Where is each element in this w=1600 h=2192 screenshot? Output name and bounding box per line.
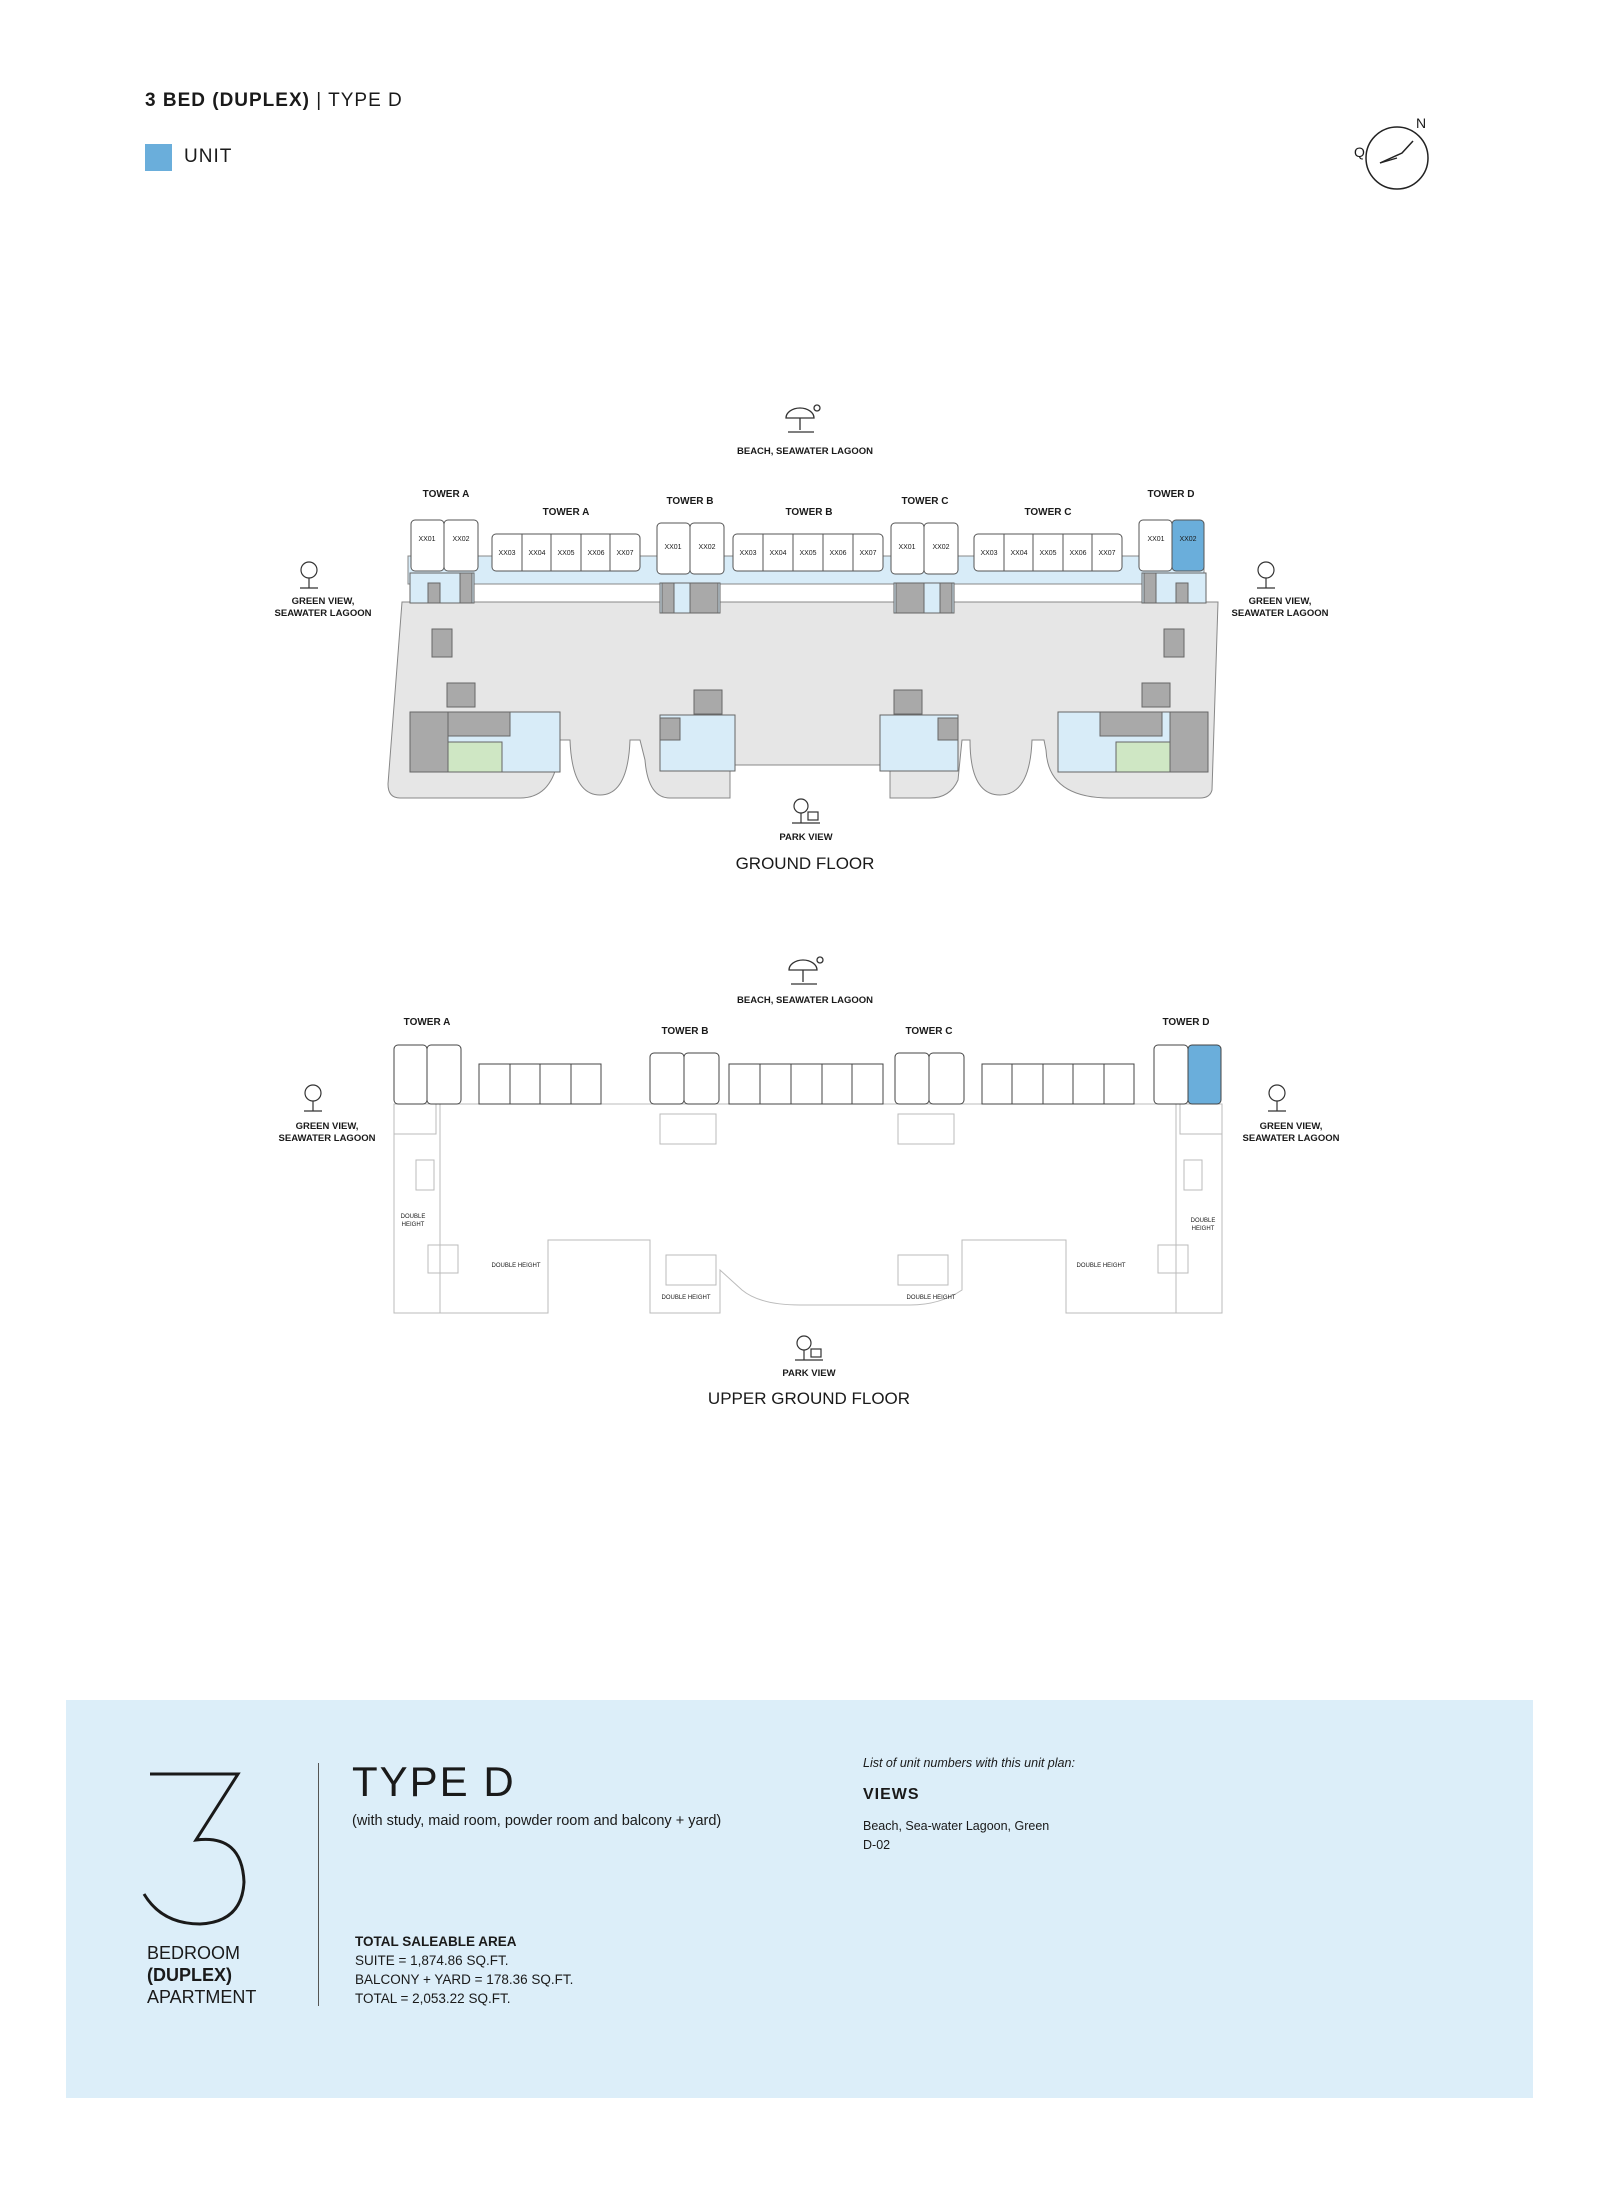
upper-ground-floor-plan: BEACH, SEAWATER LAGOON TOWER A TOWER B T… xyxy=(279,956,1340,1408)
unit-label: XX01 xyxy=(898,544,915,551)
bedroom-count: 3 xyxy=(142,1770,143,1771)
unit-list-caption: List of unit numbers with this unit plan… xyxy=(863,1756,1075,1770)
upper-right-view-label: GREEN VIEW, xyxy=(1260,1121,1323,1132)
unit-label: XX03 xyxy=(739,550,756,557)
ground-right-view-label-2: SEAWATER LAGOON xyxy=(1232,608,1329,619)
tower-label: TOWER C xyxy=(905,1026,952,1037)
double-height-label: HEIGHT xyxy=(402,1222,425,1228)
upper-ground-floor-title: UPPER GROUND FLOOR xyxy=(708,1389,910,1408)
upper-left-view-label: GREEN VIEW, xyxy=(296,1121,359,1132)
tower-label: TOWER D xyxy=(1162,1017,1209,1028)
double-height-label: DOUBLE HEIGHT xyxy=(661,1295,710,1301)
tower-label: TOWER C xyxy=(1024,507,1071,518)
title-separator: | xyxy=(316,90,323,111)
title-unit-type: TYPE D xyxy=(328,90,403,111)
unit-label: XX07 xyxy=(1098,550,1115,557)
legend-unit-swatch xyxy=(145,144,172,171)
double-height-label: DOUBLE xyxy=(401,1214,426,1220)
upper-bottom-view-label: PARK VIEW xyxy=(782,1368,835,1379)
tower-label: TOWER B xyxy=(661,1026,708,1037)
bedroom-label: BEDROOM xyxy=(147,1943,241,1963)
tower-label: TOWER A xyxy=(423,489,470,500)
divider xyxy=(318,1763,319,2006)
unit-label: XX03 xyxy=(498,550,515,557)
unit-label: XX01 xyxy=(1147,536,1164,543)
views-text: Beach, Sea-water Lagoon, Green xyxy=(863,1819,1050,1833)
unit-label: XX05 xyxy=(557,550,574,557)
double-height-label: DOUBLE xyxy=(1191,1218,1216,1224)
unit-label: XX03 xyxy=(980,550,997,557)
compass-icon: Q N xyxy=(1354,115,1429,190)
area-total: TOTAL = 2,053.22 SQ.FT. xyxy=(355,1991,511,2006)
beach-umbrella-icon xyxy=(788,956,824,985)
tree-icon xyxy=(1257,561,1275,589)
upper-right-view-label-2: SEAWATER LAGOON xyxy=(1243,1133,1340,1144)
tower-label: TOWER A xyxy=(543,507,590,518)
unit-label: XX01 xyxy=(418,536,435,543)
tower-label: TOWER D xyxy=(1147,489,1194,500)
unit-label: XX07 xyxy=(616,550,633,557)
unit-label: XX05 xyxy=(1039,550,1056,557)
unit-label: XX06 xyxy=(1069,550,1086,557)
unit-label: XX02 xyxy=(932,544,949,551)
beach-umbrella-icon xyxy=(785,404,821,433)
ground-left-view-label: GREEN VIEW, xyxy=(292,596,355,607)
floor-plans: BEACH, SEAWATER LAGOON xyxy=(275,404,1340,1408)
unit-label-highlighted: XX02 xyxy=(1179,536,1196,543)
ground-bottom-view-label: PARK VIEW xyxy=(779,832,832,843)
unit-label: XX04 xyxy=(769,550,786,557)
ground-floor-plan: BEACH, SEAWATER LAGOON xyxy=(275,404,1329,873)
highlighted-unit-upper xyxy=(1187,1044,1222,1105)
unit-summary-panel: 3 BEDROOM (DUPLEX) APARTMENT TYPE D (wit… xyxy=(66,1700,1533,2098)
compass-q-letter: Q xyxy=(1354,144,1365,160)
tower-label: TOWER A xyxy=(404,1017,451,1028)
compass-north-letter: N xyxy=(1416,115,1426,131)
unit-label: XX04 xyxy=(528,550,545,557)
views-heading: VIEWS xyxy=(863,1786,920,1803)
tower-label: TOWER B xyxy=(666,496,713,507)
unit-label: XX05 xyxy=(799,550,816,557)
park-icon xyxy=(792,798,820,824)
double-height-label: DOUBLE HEIGHT xyxy=(491,1263,540,1269)
duplex-label: (DUPLEX) xyxy=(147,1965,232,1985)
double-height-label: DOUBLE HEIGHT xyxy=(1076,1263,1125,1269)
unit-label: XX07 xyxy=(859,550,876,557)
unit-label: XX04 xyxy=(1010,550,1027,557)
bedroom-count-numeral: 3 xyxy=(142,1770,246,1926)
unit-label: XX02 xyxy=(698,544,715,551)
unit-numbers: D-02 xyxy=(863,1838,891,1852)
unit-label: XX01 xyxy=(664,544,681,551)
tree-icon xyxy=(1268,1084,1286,1112)
tower-label: TOWER C xyxy=(901,496,948,507)
tower-label: TOWER B xyxy=(785,507,832,518)
unit-label: XX06 xyxy=(829,550,846,557)
ground-floor-title: GROUND FLOOR xyxy=(736,854,875,873)
double-height-label: HEIGHT xyxy=(1192,1226,1215,1232)
double-height-label: DOUBLE HEIGHT xyxy=(906,1295,955,1301)
legend-unit-label: UNIT xyxy=(184,146,233,167)
ground-right-view-label: GREEN VIEW, xyxy=(1249,596,1312,607)
area-balcony-yard: BALCONY + YARD = 178.36 SQ.FT. xyxy=(355,1972,574,1987)
title-bed-type: 3 BED (DUPLEX) xyxy=(145,90,310,111)
ground-top-view-label: BEACH, SEAWATER LAGOON xyxy=(737,446,873,457)
unit-type-subtitle: (with study, maid room, powder room and … xyxy=(352,1813,722,1829)
tree-icon xyxy=(300,561,318,589)
tree-icon xyxy=(304,1084,322,1112)
area-suite: SUITE = 1,874.86 SQ.FT. xyxy=(355,1953,509,1968)
highlighted-unit-ground xyxy=(1171,519,1205,572)
unit-label: XX02 xyxy=(452,536,469,543)
unit-label: XX06 xyxy=(587,550,604,557)
ground-left-view-label-2: SEAWATER LAGOON xyxy=(275,608,372,619)
park-icon xyxy=(795,1335,823,1361)
upper-top-view-label: BEACH, SEAWATER LAGOON xyxy=(737,995,873,1006)
unit-type-title: TYPE D xyxy=(352,1758,516,1805)
page-title: 3 BED (DUPLEX) | TYPE D xyxy=(145,90,403,112)
upper-left-view-label-2: SEAWATER LAGOON xyxy=(279,1133,376,1144)
area-heading: TOTAL SALEABLE AREA xyxy=(355,1934,517,1949)
apartment-label: APARTMENT xyxy=(147,1987,257,2007)
